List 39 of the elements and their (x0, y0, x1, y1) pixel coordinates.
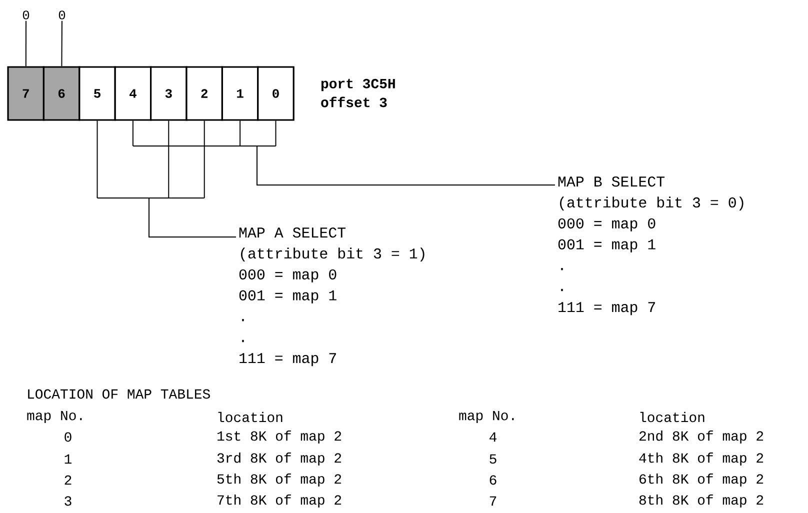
connector-line (132, 120, 556, 186)
port-label: port 3C5H (321, 78, 395, 92)
table-cell: 5 (490, 454, 496, 464)
table-header: location (218, 412, 282, 422)
port-label: offset 3 (321, 96, 387, 108)
table-cell: 3rd 8K of map 2 (217, 452, 342, 466)
table-cell: 7 (490, 496, 496, 506)
table-title: LOCATION OF MAP TABLES (28, 389, 210, 399)
table-cell: 6 (490, 475, 496, 485)
bit-cell: 4 (114, 66, 152, 121)
bit-cell: 6 (42, 66, 80, 121)
connector-line (96, 120, 236, 238)
table-cell: 8th 8K of map 2 (639, 494, 764, 508)
table-cell: 1 (64, 454, 72, 464)
table-cell: 2 (64, 475, 72, 485)
bit-cell: 1 (221, 66, 259, 121)
bit-cell: 2 (186, 66, 223, 121)
connector-line (25, 20, 26, 67)
connector-line (61, 20, 62, 67)
bit-cell: 3 (150, 66, 188, 121)
bit-cell: 7 (7, 66, 44, 121)
bit-value: 0 (58, 10, 66, 20)
bit-cell: 5 (78, 66, 116, 121)
table-cell: 4th 8K of map 2 (639, 452, 764, 466)
select-description: MAP B SELECT (attribute bit 3 = 0) 000 = map 0 001 = map 1 . . 111 = map 7 (558, 176, 744, 316)
table-header: map No. (459, 410, 514, 424)
table-cell: 2nd 8K of map 2 (640, 430, 764, 444)
table-cell: 4 (490, 432, 496, 442)
table-cell: 6th 8K of map 2 (640, 474, 764, 486)
bit-value: 0 (22, 10, 30, 20)
table-cell: 7th 8K of map 2 (218, 494, 342, 508)
bit-cell: 0 (257, 66, 294, 121)
table-cell: 0 (64, 432, 72, 442)
table-header: map No. (27, 410, 82, 424)
table-cell: 3 (64, 496, 72, 506)
table-cell: 5th 8K of map 2 (217, 474, 342, 486)
table-cell: 1st 8K of map 2 (218, 430, 342, 444)
table-header: location (640, 412, 704, 422)
select-description: MAP A SELECT (attribute bit 3 = 1) 000 = map 0 001 = map 1 . . 111 = map 7 (239, 228, 424, 366)
